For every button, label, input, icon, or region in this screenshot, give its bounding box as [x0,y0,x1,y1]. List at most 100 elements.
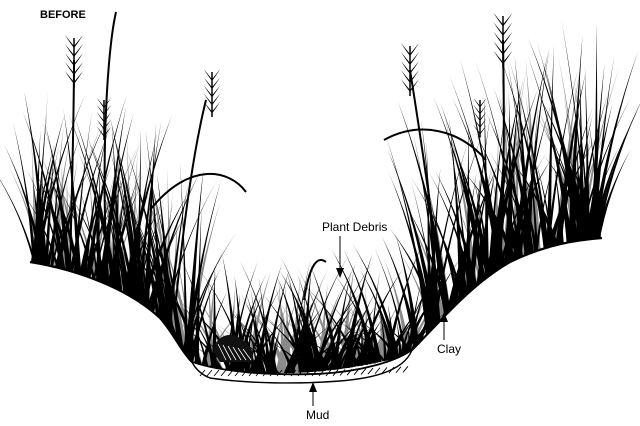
grass-blade [187,306,240,371]
grass-blade-gray [241,301,289,373]
grass-blade [574,91,609,249]
grass-blade [133,182,183,351]
grass-blade [67,111,119,304]
grass-blade [408,316,432,354]
grass-blade [250,288,262,373]
plant-debris-label: Plant Debris [322,220,388,234]
grass-blade [295,307,314,372]
grass-blade [396,319,403,358]
grass-blade [475,133,522,264]
grass-blade [181,233,236,353]
grass-blade [402,280,447,357]
grass-blade [33,95,85,269]
seed-head [493,12,513,69]
grass-blade [34,112,48,269]
grass-blade [492,85,536,261]
grass-blade [117,149,151,318]
grass-blade [444,217,478,323]
grass-blade [110,150,141,313]
grass-blade [145,254,203,367]
grass-blade [533,162,554,260]
grass-blade [443,110,471,303]
grass-blade [200,290,228,368]
grass-blade [125,192,161,322]
grass-blade [76,164,112,288]
grass-blade [399,271,438,358]
grass-blade [45,130,83,274]
grass-blade [304,285,360,367]
grass-blade [88,140,134,310]
grass-blade [554,72,586,254]
grass-blade [156,173,173,336]
grass-blade [344,291,376,368]
grass-blade [486,113,532,262]
grass-blade [332,271,352,370]
grass-blade [22,111,68,281]
tall-grass-stem [175,99,207,301]
grass-blade [389,308,423,360]
grass-blade [454,211,469,306]
grass-blade-gray [141,181,188,357]
tall-grass-stem [409,69,441,281]
grass-blade [545,115,572,251]
clay-arrow [440,312,448,340]
grass-blade [262,322,295,373]
grass-blade-gray [448,128,479,297]
grass-blade [83,94,127,291]
grass-blade-gray [317,282,328,372]
arching-grass-blade [149,173,247,211]
grass-blade [122,193,170,333]
grass-blade [381,236,420,350]
grass-blade [50,126,64,276]
grass-blade [343,249,382,363]
grass-blade [120,114,173,307]
grass-blade [42,159,84,288]
grass-blade [429,190,449,324]
grass-blade [244,331,272,373]
grass-blade [54,112,111,278]
grass-blade [324,321,381,371]
grass-blade [368,270,381,364]
grass-blade [148,172,200,318]
grass-blade [123,203,167,329]
grass-blade [433,96,487,290]
plant-debris-texture [217,343,252,361]
grass-blade [333,273,379,363]
grass-blade [385,134,431,340]
grass-blade [566,153,597,245]
grass-blade [33,130,41,269]
grass-blade [203,338,233,371]
plant-debris-arrow [336,236,344,278]
grass-blade [509,60,551,257]
grass-blade [360,322,364,366]
grass-blade [387,304,396,360]
grass-blade [211,266,217,369]
grass-blade [523,48,550,262]
grass-blade [265,268,290,373]
grass-blade [590,49,639,245]
grass-blade [594,149,631,244]
grass-blade [127,243,180,345]
arching-grass-blade [303,259,327,301]
seed-head [65,35,83,88]
grass-blade [185,168,204,361]
grass-blade [483,92,490,287]
diagram-title: BEFORE [40,9,86,21]
grass-blade [45,124,73,283]
grass-blade [90,144,140,293]
grass-blade [512,50,549,265]
clay-label: Clay [437,342,462,356]
grass-blade [48,159,96,275]
grass-blade [379,307,388,361]
grass-blade [287,281,317,372]
grass-blade [534,110,586,247]
grass-blade [498,93,524,263]
mud-arrow [309,382,317,406]
seed-head [96,97,112,140]
grass-blade [591,55,615,245]
grass-blade [188,268,221,364]
grass-blade [280,255,321,372]
grass-blade [512,164,540,259]
grass-blade [246,281,285,372]
